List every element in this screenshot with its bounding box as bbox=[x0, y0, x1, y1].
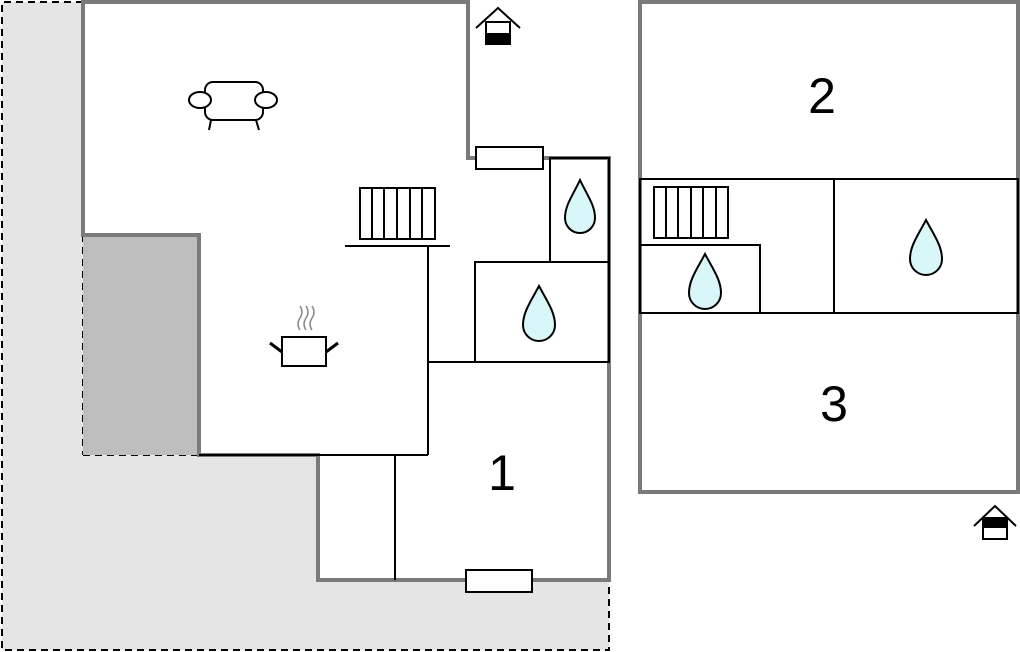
covered-area bbox=[83, 235, 199, 455]
radiator-icon bbox=[359, 187, 436, 240]
water-drop-icon bbox=[563, 177, 597, 234]
window bbox=[475, 146, 544, 170]
cooking-pot-icon bbox=[269, 305, 339, 367]
terrace-area bbox=[2, 2, 609, 650]
water-drop-icon bbox=[687, 251, 723, 310]
window bbox=[465, 569, 533, 593]
sofa-icon bbox=[188, 81, 278, 131]
house-entrance-icon bbox=[973, 504, 1017, 540]
ground-floor-outer-wall bbox=[81, 0, 611, 582]
room-number-1: 1 bbox=[488, 445, 516, 501]
radiator-icon bbox=[653, 186, 729, 239]
water-drop-icon bbox=[521, 283, 557, 342]
ground-floor-interior-walls bbox=[199, 157, 610, 580]
room-number-3: 3 bbox=[820, 376, 848, 432]
upper-floor-outer-wall bbox=[638, 0, 1020, 494]
upper-floor-interior-walls bbox=[639, 178, 1019, 314]
house-entrance-icon bbox=[475, 6, 521, 45]
room-number-2: 2 bbox=[808, 68, 836, 124]
water-drop-icon bbox=[908, 217, 944, 276]
